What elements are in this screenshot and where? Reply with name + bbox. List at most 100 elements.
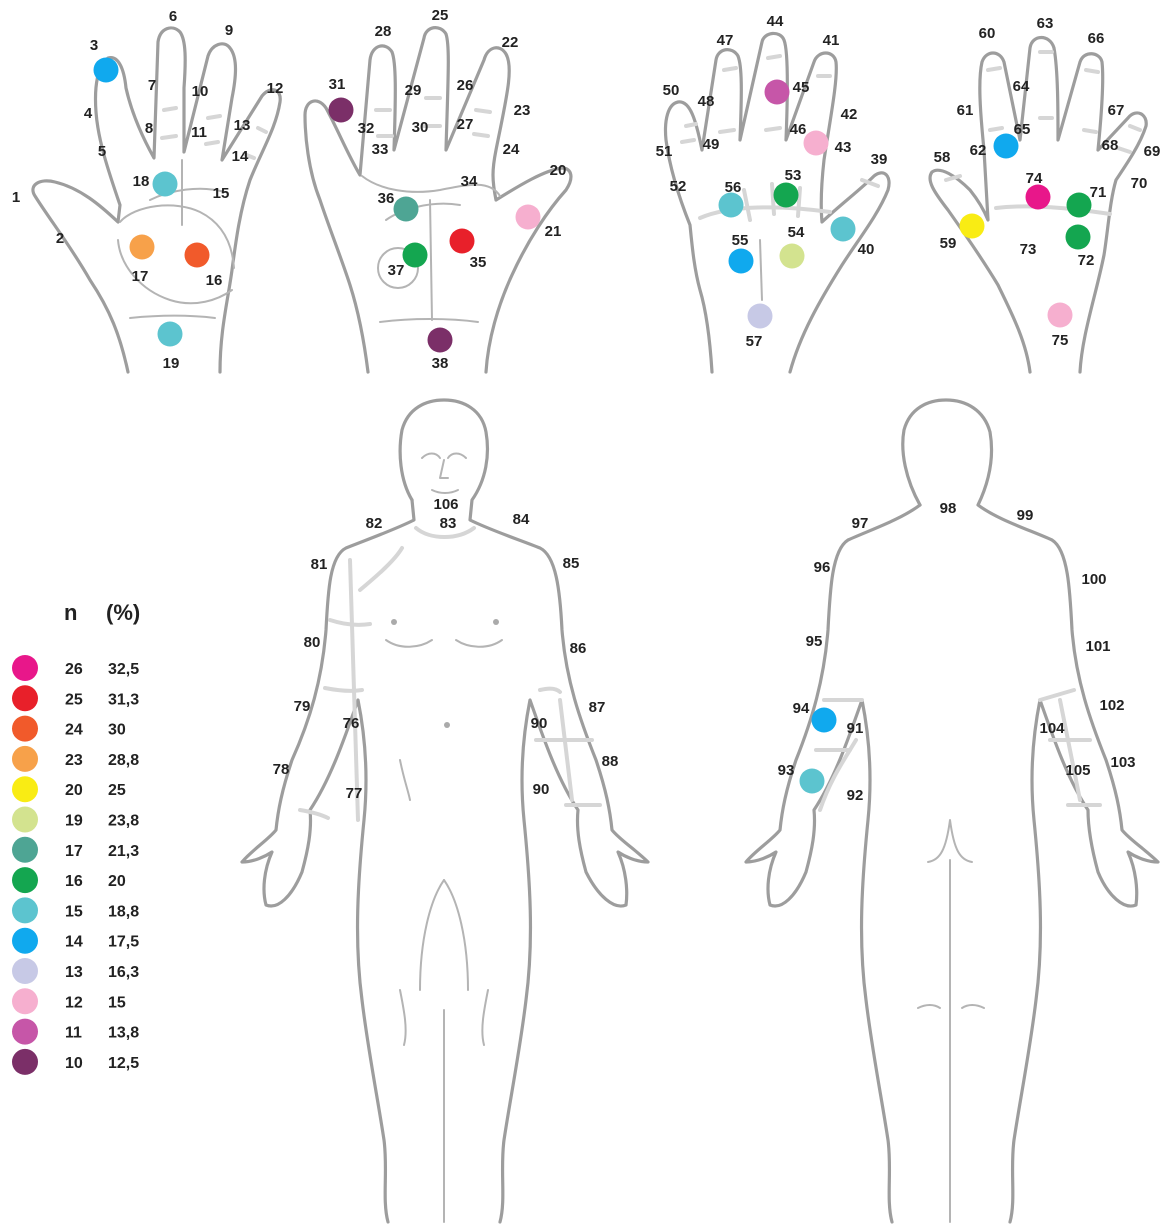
region-label: 86	[570, 640, 587, 657]
region-label: 69	[1144, 143, 1161, 160]
region-label: 70	[1131, 175, 1148, 192]
region-label: 23	[514, 102, 531, 119]
region-label: 29	[405, 82, 422, 99]
region-marker-31	[329, 98, 354, 123]
legend-swatch	[12, 988, 38, 1014]
region-label: 96	[814, 559, 831, 576]
region-label: 24	[503, 141, 520, 158]
region-label: 8	[145, 120, 153, 137]
legend-pct: 23,8	[108, 813, 139, 830]
region-label: 95	[806, 633, 823, 650]
region-marker-40	[831, 217, 856, 242]
legend-pct: 32,5	[108, 661, 139, 678]
region-label: 15	[213, 185, 230, 202]
region-marker-17	[130, 235, 155, 260]
region-label: 62	[970, 142, 987, 159]
region-label: 71	[1090, 184, 1107, 201]
region-label: 99	[1017, 507, 1034, 524]
region-label: 101	[1085, 638, 1110, 655]
region-label: 21	[545, 223, 562, 240]
legend-item: 14 17,5	[12, 928, 139, 954]
region-label: 97	[852, 515, 869, 532]
region-label: 54	[788, 224, 805, 241]
region-label: 92	[847, 787, 864, 804]
region-marker-19	[158, 322, 183, 347]
region-label: 77	[346, 785, 363, 802]
legend-pct: 15	[108, 994, 126, 1011]
region-label: 81	[311, 556, 328, 573]
region-label: 75	[1052, 332, 1069, 349]
legend-swatch	[12, 685, 38, 711]
legend-pct: 17,5	[108, 934, 139, 951]
legend-n: 10	[65, 1055, 83, 1072]
region-label: 7	[148, 77, 156, 94]
region-label: 45	[793, 79, 810, 96]
region-label: 28	[375, 23, 392, 40]
region-label: 5	[98, 143, 106, 160]
region-label: 58	[934, 149, 951, 166]
region-marker-21	[516, 205, 541, 230]
region-label: 13	[234, 117, 251, 134]
region-label: 16	[206, 272, 223, 289]
region-marker-37	[403, 243, 428, 268]
region-label: 80	[304, 634, 321, 651]
region-marker-57	[748, 304, 773, 329]
region-label: 88	[602, 753, 619, 770]
region-label: 44	[767, 13, 784, 30]
legend-item: 19 23,8	[12, 807, 139, 833]
legend-n: 19	[65, 813, 83, 830]
region-label: 12	[267, 80, 284, 97]
back-body-drawing	[746, 400, 1158, 1222]
region-marker-54	[780, 244, 805, 269]
legend-swatch	[12, 958, 38, 984]
legend-pct: 25	[108, 782, 126, 799]
region-label: 60	[979, 25, 996, 42]
region-label: 105	[1065, 762, 1090, 779]
legend-swatch	[12, 1019, 38, 1045]
region-label: 3	[90, 37, 98, 54]
region-label: 102	[1099, 697, 1124, 714]
region-label: 37	[388, 262, 405, 279]
region-label: 103	[1110, 754, 1135, 771]
region-label: 52	[670, 178, 687, 195]
region-label: 36	[378, 190, 395, 207]
legend-n: 25	[65, 691, 83, 708]
region-label: 34	[461, 173, 478, 190]
legend-item: 2328,8	[12, 746, 139, 772]
legend-n: 16	[65, 873, 83, 890]
region-label: 17	[132, 268, 149, 285]
region-marker-76	[1048, 303, 1073, 328]
region-label: 50	[663, 82, 680, 99]
legend-n: 14	[65, 934, 83, 951]
region-marker-53	[774, 183, 799, 208]
region-label: 57	[746, 333, 763, 350]
region-label: 38	[432, 355, 449, 372]
region-label: 76	[343, 715, 360, 732]
region-label: 14	[232, 148, 249, 165]
legend-item: 1316,3	[12, 958, 139, 984]
region-label: 49	[703, 136, 720, 153]
region-label: 94	[793, 700, 810, 717]
region-marker-72	[1067, 193, 1092, 218]
legend-header-n: n	[64, 600, 77, 625]
region-marker-16	[185, 243, 210, 268]
region-label: 68	[1102, 137, 1119, 154]
legend-swatch	[12, 897, 38, 923]
region-label: 84	[513, 511, 530, 528]
region-label: 85	[563, 555, 580, 572]
legend-n: 13	[65, 964, 83, 981]
region-marker-95	[812, 708, 837, 733]
region-label: 67	[1108, 102, 1125, 119]
legend-n: 20	[65, 782, 83, 799]
legend-swatch	[12, 867, 38, 893]
legend-pct: 28,8	[108, 752, 139, 769]
region-label: 35	[470, 254, 487, 271]
region-label: 40	[858, 241, 875, 258]
legend-swatch	[12, 655, 38, 681]
region-marker-59	[960, 214, 985, 239]
